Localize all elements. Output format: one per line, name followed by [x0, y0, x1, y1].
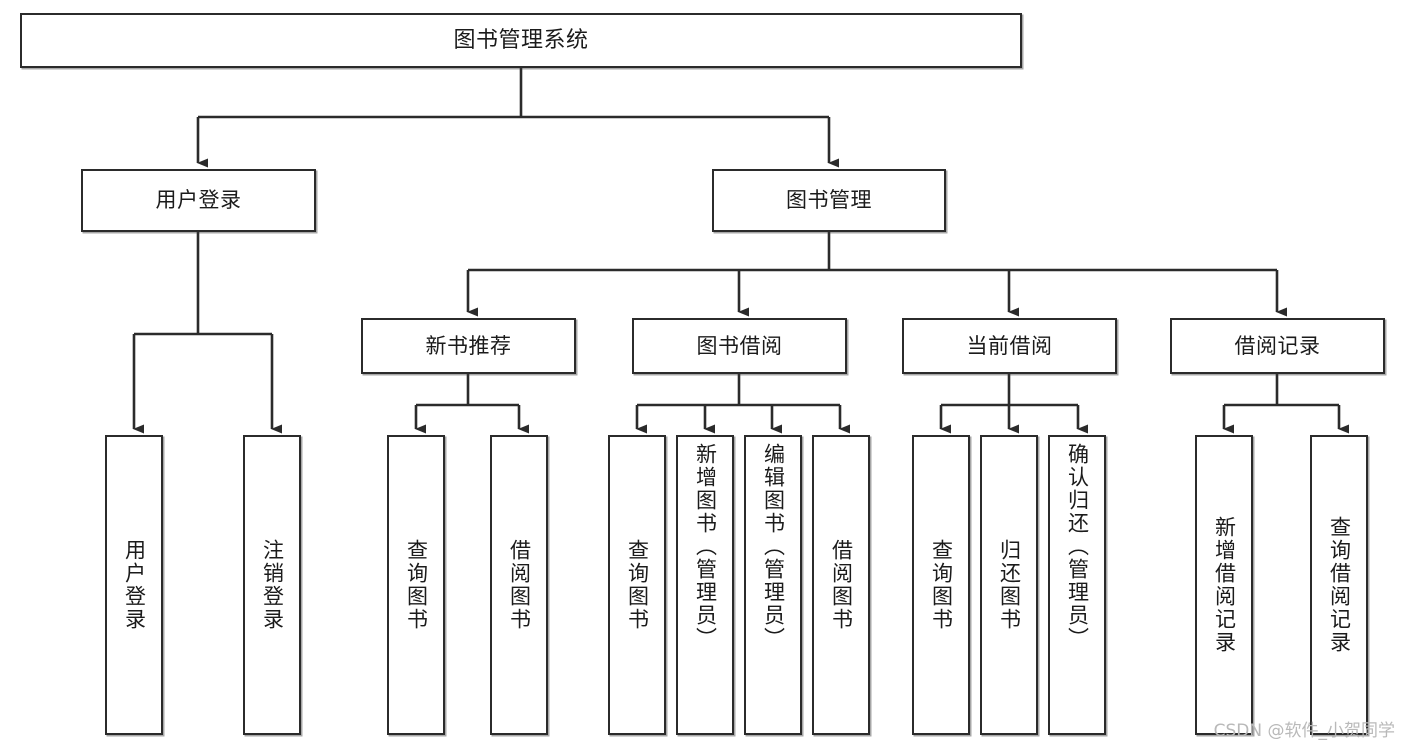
- node-leaf-add-book-admin[interactable]: 新增图书（管理员）: [676, 435, 734, 735]
- node-leaf-query-book-current[interactable]: 查询图书: [912, 435, 970, 735]
- node-label: 借阅图书: [507, 539, 532, 631]
- node-label: 注销登录: [260, 539, 285, 631]
- node-leaf-edit-book-admin[interactable]: 编辑图书（管理员）: [744, 435, 802, 735]
- node-leaf-query-borrow-record[interactable]: 查询借阅记录: [1310, 435, 1368, 735]
- node-label: 查询图书: [929, 539, 954, 631]
- node-label: 新增图书（管理员）: [693, 443, 718, 650]
- node-label: 新增借阅记录: [1212, 516, 1237, 654]
- node-label: 归还图书: [997, 539, 1022, 631]
- node-leaf-add-borrow-record[interactable]: 新增借阅记录: [1195, 435, 1253, 735]
- node-label: 图书管理系统: [453, 27, 589, 53]
- node-label: 图书借阅: [696, 333, 783, 358]
- csdn-watermark: CSDN @软件_小贺同学: [1213, 721, 1395, 741]
- node-user-login[interactable]: 用户登录: [81, 169, 316, 232]
- node-root-book-management-system[interactable]: 图书管理系统: [20, 13, 1022, 68]
- node-leaf-query-book-borrow[interactable]: 查询图书: [608, 435, 666, 735]
- node-label: 用户登录: [155, 188, 242, 213]
- node-book-borrow[interactable]: 图书借阅: [632, 318, 847, 374]
- node-leaf-user-login[interactable]: 用户登录: [105, 435, 163, 735]
- node-label: 借阅图书: [829, 539, 854, 631]
- node-label: 用户登录: [122, 539, 147, 631]
- node-leaf-borrow-book[interactable]: 借阅图书: [812, 435, 870, 735]
- node-book-management[interactable]: 图书管理: [712, 169, 946, 232]
- node-leaf-borrow-book-recommend[interactable]: 借阅图书: [490, 435, 548, 735]
- node-label: 借阅记录: [1234, 333, 1321, 358]
- node-label: 当前借阅: [966, 333, 1053, 358]
- node-leaf-confirm-return-admin[interactable]: 确认归还（管理员）: [1048, 435, 1106, 735]
- node-leaf-logout[interactable]: 注销登录: [243, 435, 301, 735]
- node-label: 图书管理: [786, 188, 872, 213]
- node-label: 新书推荐: [425, 333, 512, 358]
- node-label: 查询图书: [404, 539, 429, 631]
- node-label: 查询借阅记录: [1327, 516, 1352, 654]
- node-label: 确认归还（管理员）: [1065, 443, 1090, 650]
- node-current-borrow[interactable]: 当前借阅: [902, 318, 1117, 374]
- node-borrow-record[interactable]: 借阅记录: [1170, 318, 1385, 374]
- node-new-book-recommend[interactable]: 新书推荐: [361, 318, 576, 374]
- node-leaf-return-book[interactable]: 归还图书: [980, 435, 1038, 735]
- node-label: 查询图书: [625, 539, 650, 631]
- node-label: 编辑图书（管理员）: [761, 443, 786, 650]
- node-leaf-query-book-recommend[interactable]: 查询图书: [387, 435, 445, 735]
